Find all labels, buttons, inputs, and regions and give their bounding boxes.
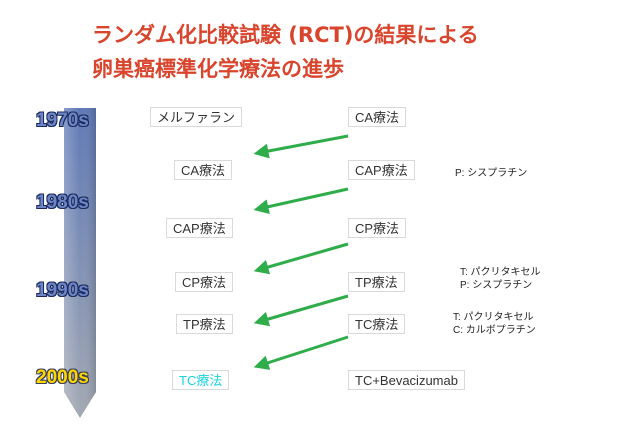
trial-2-left-box: CA療法 bbox=[174, 160, 233, 180]
legend-note-paclitaxel-1: T: パクリタキセル bbox=[460, 267, 541, 278]
trial-3-left-box: CAP療法 bbox=[166, 218, 233, 238]
legend-note-paclitaxel-2: T: パクリタキセル bbox=[453, 312, 534, 323]
arrow-trial-4 bbox=[253, 294, 349, 327]
arrow-trial-1 bbox=[253, 134, 349, 159]
arrow-trial-5 bbox=[253, 335, 349, 370]
trial-5-left-box: TP療法 bbox=[176, 314, 233, 334]
decade-label-1990s: 1990s bbox=[36, 280, 89, 301]
trial-1-left-box: メルファラン bbox=[150, 107, 243, 127]
trial-4-left-box: CP療法 bbox=[175, 272, 234, 292]
decade-label-1970s: 1970s bbox=[36, 110, 89, 131]
legend-note-carboplatin: C: カルボプラチン bbox=[453, 325, 536, 336]
slide-title-line-1: ランダム化比較試験 (RCT)の結果による bbox=[92, 23, 479, 47]
decade-label-2000s: 2000s bbox=[36, 367, 89, 388]
trial-6-right-box: TC+Bevacizumab bbox=[348, 370, 465, 390]
arrow-trial-3 bbox=[253, 242, 349, 275]
trial-6-left-box: TC療法 bbox=[172, 370, 230, 390]
slide-title-line-2: 卵巣癌標準化学療法の進歩 bbox=[92, 57, 344, 81]
trial-4-right-box: TP療法 bbox=[348, 272, 405, 292]
arrow-trial-2 bbox=[253, 187, 349, 215]
legend-note-cisplatin-2: P: シスプラチン bbox=[460, 280, 533, 291]
trial-1-right-box: CA療法 bbox=[348, 107, 407, 127]
trial-5-right-box: TC療法 bbox=[348, 314, 406, 334]
trial-2-right-box: CAP療法 bbox=[348, 160, 415, 180]
decade-label-1980s: 1980s bbox=[36, 192, 89, 213]
timeline-arrow-highlight bbox=[64, 108, 96, 418]
trial-3-right-box: CP療法 bbox=[348, 218, 407, 238]
legend-note-cisplatin: P: シスプラチン bbox=[455, 168, 528, 179]
